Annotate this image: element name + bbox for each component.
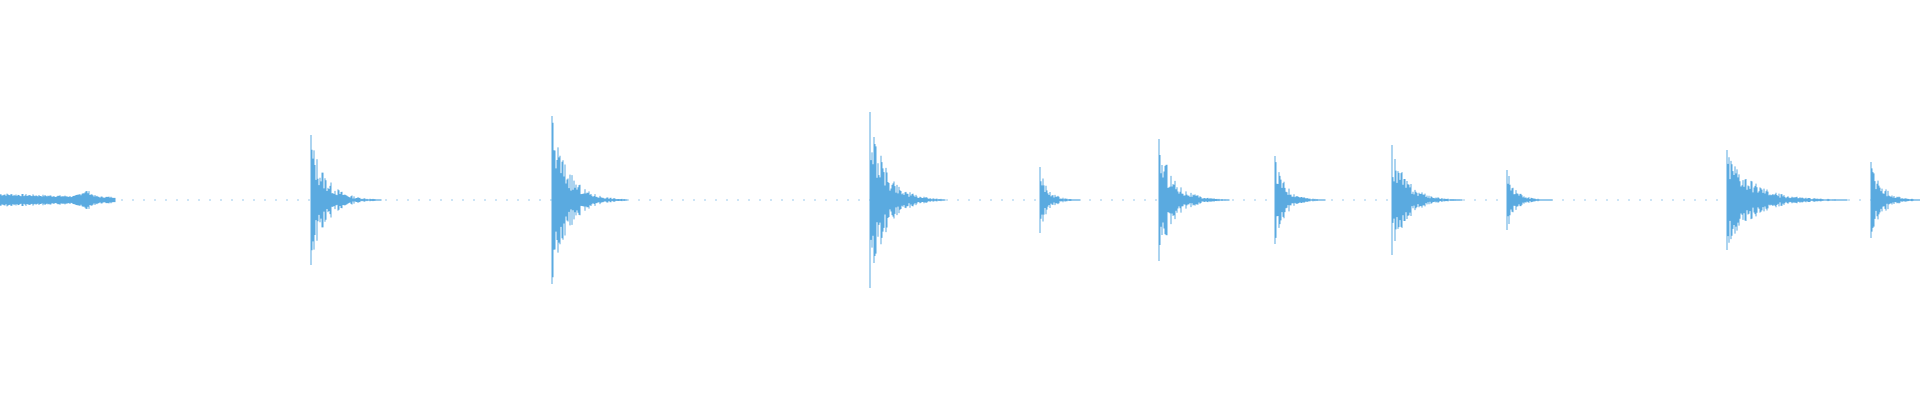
waveform-transient-5 <box>1158 139 1230 261</box>
waveform-body <box>0 112 1920 288</box>
waveform-transient-7 <box>1391 145 1463 255</box>
waveform-transient-4 <box>1039 167 1081 233</box>
waveform-transient-9 <box>1726 150 1848 250</box>
waveform-transient-2 <box>551 116 628 284</box>
waveform-intro-segment <box>0 191 116 209</box>
waveform-transient-10 <box>1870 162 1920 238</box>
waveform-transient-6 <box>1274 156 1326 244</box>
waveform-transient-8 <box>1506 170 1553 230</box>
waveform-transient-1 <box>310 135 382 265</box>
waveform-transient-3 <box>869 112 946 288</box>
